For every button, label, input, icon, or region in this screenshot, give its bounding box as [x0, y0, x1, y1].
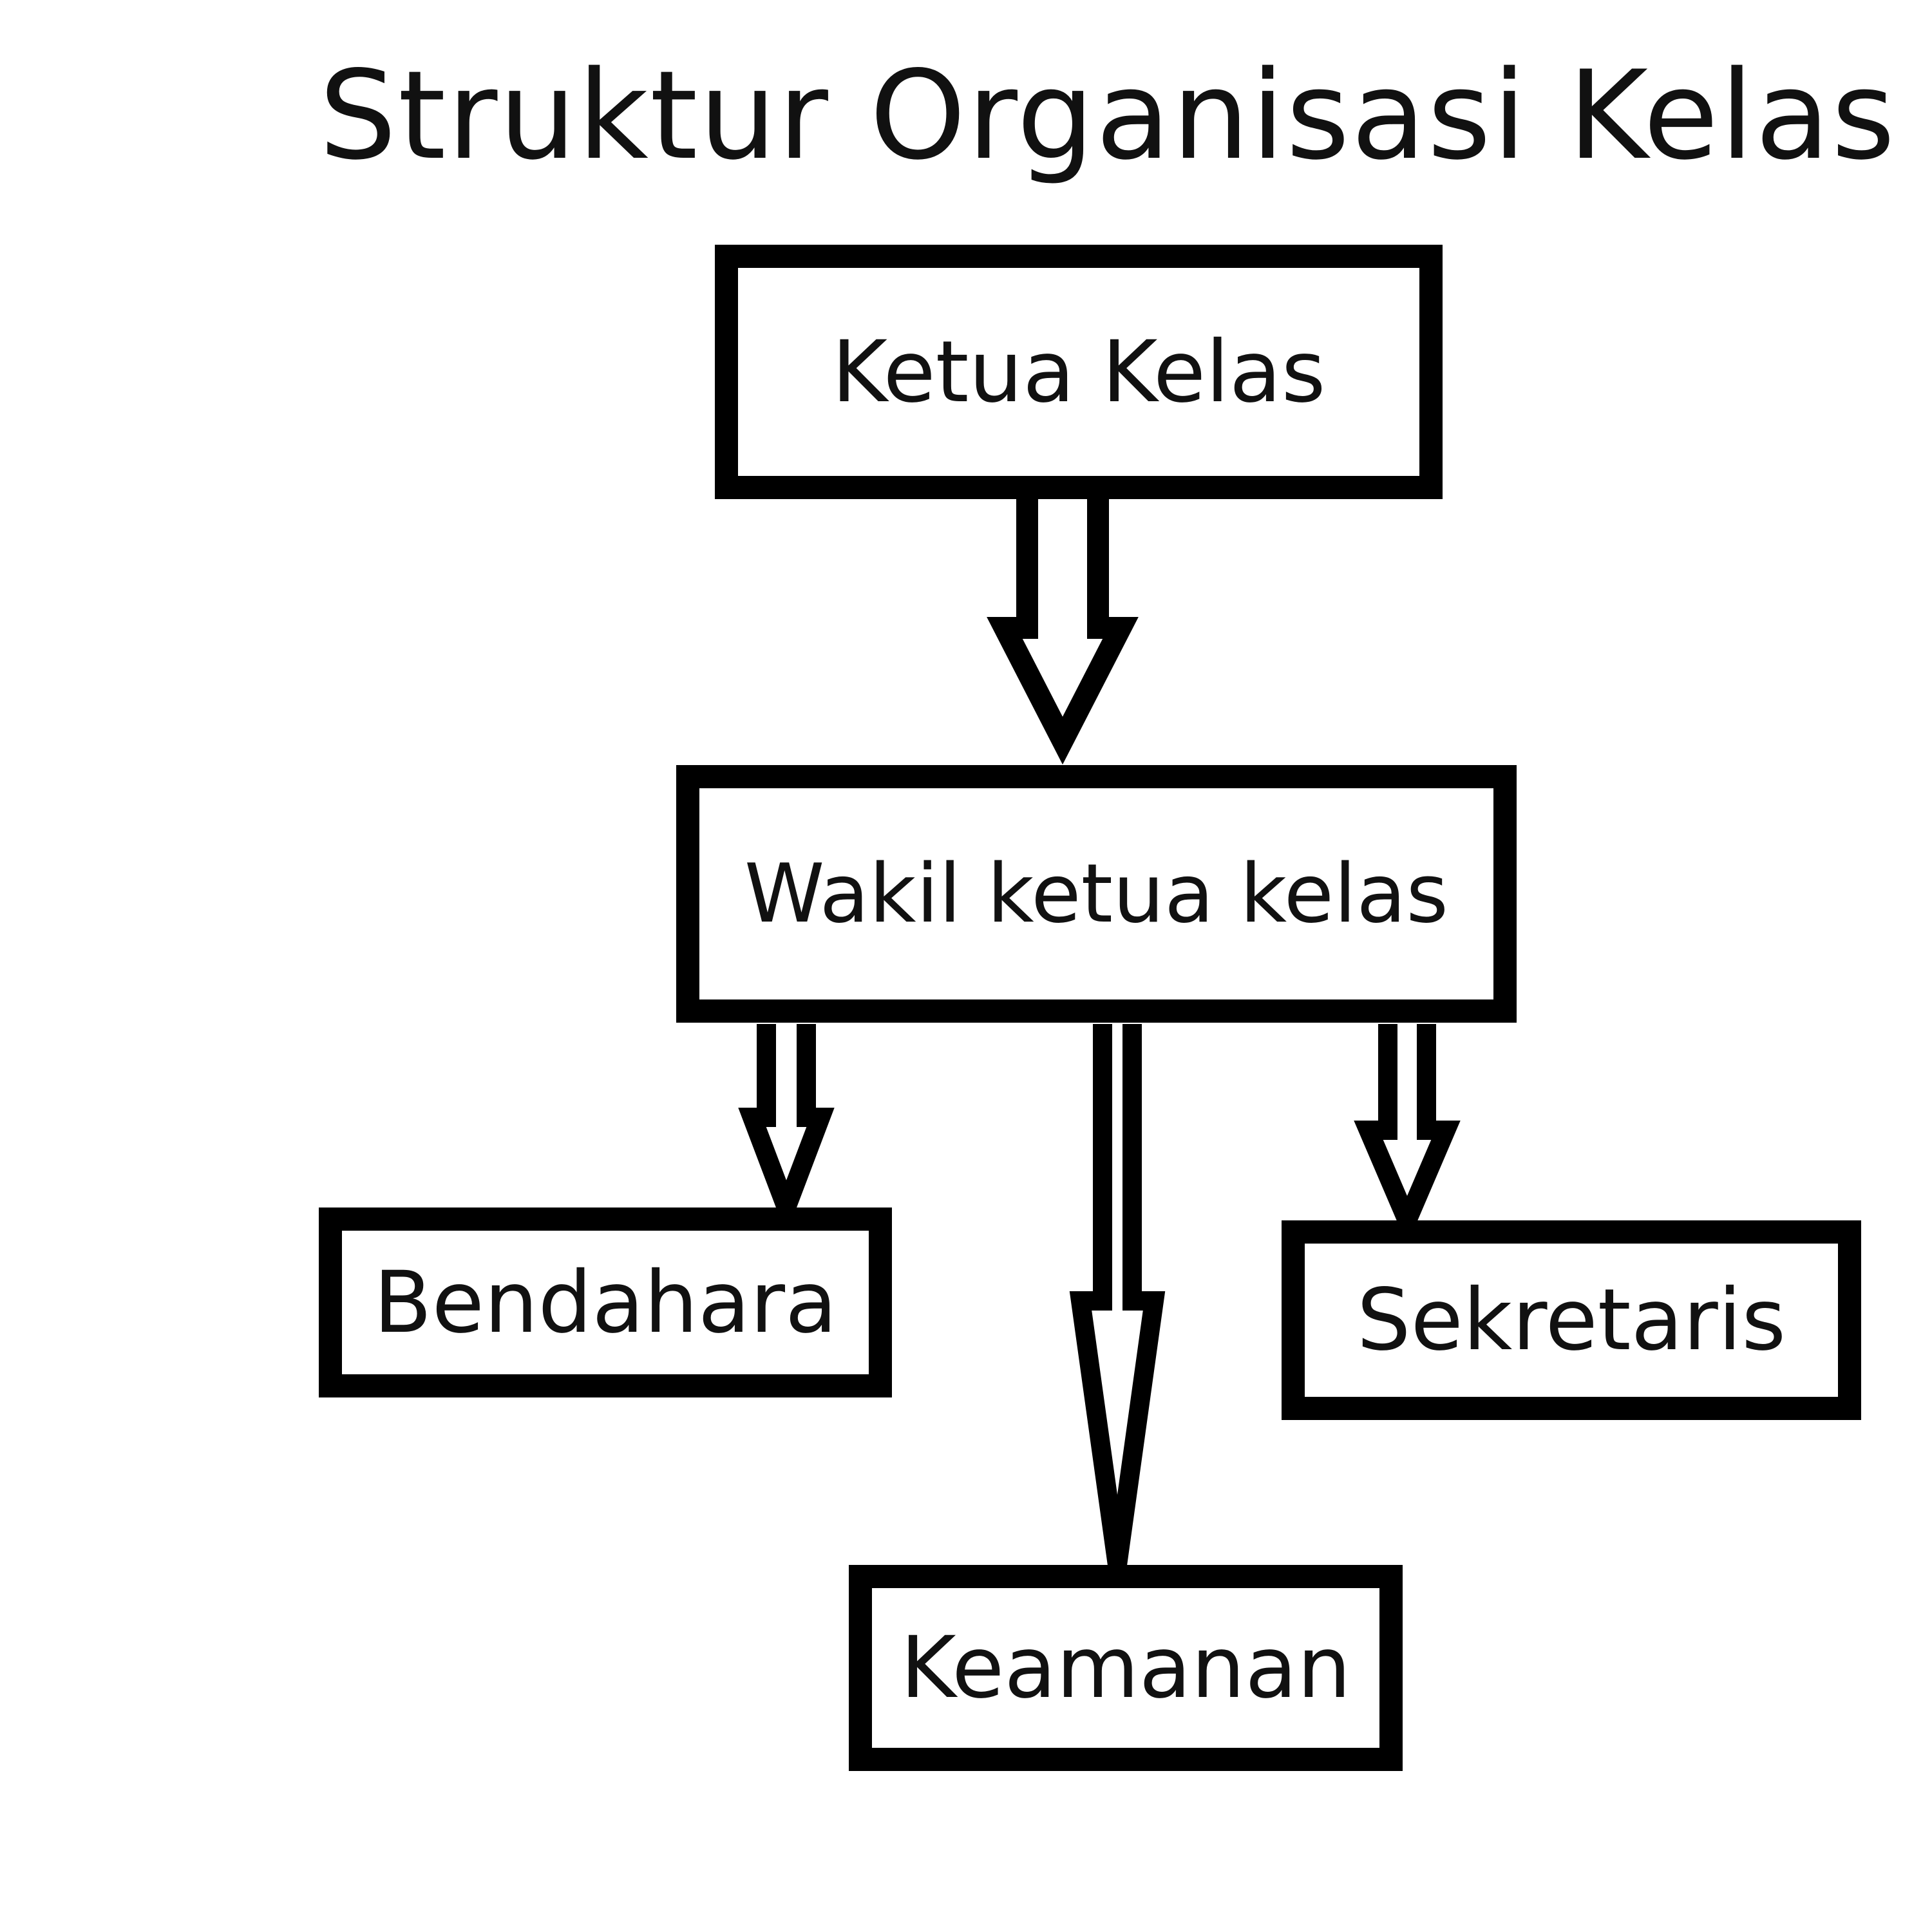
node-ketua-kelas-label: Ketua Kelas — [831, 322, 1326, 422]
node-bendahara: Bendahara — [319, 1208, 892, 1397]
arrow-wakil-to-sekretaris — [1354, 1024, 1461, 1245]
arrow-wakil-to-bendahara — [738, 1024, 835, 1235]
edge-wakil-to-sekretaris — [1354, 1024, 1461, 1245]
arrow-ketua-to-wakil — [987, 493, 1139, 765]
node-sekretaris: Sekretaris — [1282, 1220, 1861, 1420]
edge-wakil-to-bendahara — [738, 1024, 835, 1235]
diagram-title: Struktur Organisasi Kelas — [319, 44, 1897, 187]
edge-ketua-to-wakil — [987, 493, 1139, 765]
node-sekretaris-label: Sekretaris — [1356, 1271, 1786, 1370]
node-wakil-ketua-kelas-label: Wakil ketua kelas — [744, 846, 1449, 941]
node-wakil-ketua-kelas: Wakil ketua kelas — [676, 765, 1517, 1023]
node-keamanan: Keamanan — [849, 1565, 1403, 1771]
node-bendahara-label: Bendahara — [374, 1253, 837, 1352]
arrow-wakil-to-keamanan — [1069, 1024, 1166, 1567]
edge-wakil-to-keamanan — [1069, 1024, 1166, 1567]
node-keamanan-label: Keamanan — [900, 1618, 1351, 1718]
node-ketua-kelas: Ketua Kelas — [715, 245, 1443, 499]
